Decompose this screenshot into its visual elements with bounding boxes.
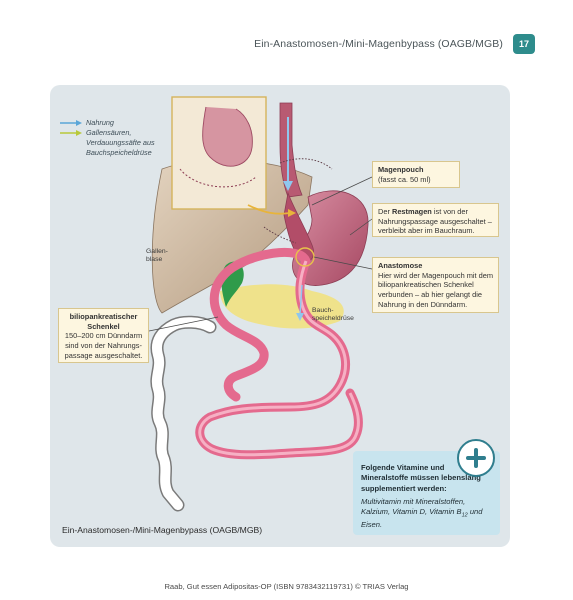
callout-biliopankreatisch: biliopankreatischer Schenkel 150–200 cm …: [58, 308, 149, 363]
page-footer: Raab, Gut essen Adipositas-OP (ISBN 9783…: [164, 582, 409, 591]
legend-label-nahrung: Nahrung: [86, 118, 114, 127]
esophagus: [279, 102, 303, 198]
plus-icon: [457, 439, 495, 477]
vitamin-text-before: Multivitamin mit Mineralstoffen, Kalzium…: [361, 496, 466, 516]
callout-pouch-text: (fasst ca. 50 ml): [378, 174, 431, 184]
callout-anast-text: Hier wird der Magenpouch mit dem biliopa…: [378, 270, 494, 309]
label-gallenblase: Gallen-blase: [146, 248, 168, 264]
vitamin-subscript: 12: [461, 512, 468, 519]
nahrung-arrow-icon: [60, 119, 82, 127]
callout-bilio-title: biliopankreatischer Schenkel: [69, 312, 138, 331]
figure-card: Nahrung Gallensäuren, Verdauungssäfte au…: [50, 85, 510, 547]
callout-pouch-title: Magenpouch: [378, 165, 424, 174]
vitamin-text-after: und Eisen.: [361, 507, 483, 529]
callout-anastomose: Anastomose Hier wird der Magenpouch mit …: [372, 257, 499, 313]
callout-magenpouch: Magenpouch (fasst ca. 50 ml): [372, 161, 460, 188]
small-intestine: [195, 247, 363, 460]
callout-restmagen: Der Restmagen ist von der Nahrungspassag…: [372, 203, 499, 237]
header-title: Ein-Anastomosen-/Mini-Magenbypass (OAGB/…: [254, 38, 503, 50]
legend-item-galle: Gallensäuren, Verdauungssäfte aus Bauchs…: [60, 128, 176, 158]
vitamin-heading: Folgende Vitamine und Mineralstoffe müss…: [361, 463, 481, 493]
callout-rest-text: ist von der Nahrungspassage ausgeschalte…: [378, 207, 492, 236]
callout-rest-term: Restmagen: [391, 207, 432, 216]
galle-arrow-icon: [60, 129, 82, 137]
callout-bilio-text: 150–200 cm Dünndarm sind von der Nahrung…: [64, 331, 143, 360]
anatomy-illustration: [148, 96, 373, 512]
legend: Nahrung Gallensäuren, Verdauungssäfte au…: [60, 118, 176, 157]
legend-label-galle: Gallensäuren, Verdauungssäfte aus Bauchs…: [86, 127, 155, 157]
vitamin-info-box: Folgende Vitamine und Mineralstoffe müss…: [353, 451, 500, 535]
vitamin-list: Multivitamin mit Mineralstoffen, Kalzium…: [361, 497, 492, 530]
page-header: Ein-Anastomosen-/Mini-Magenbypass (OAGB/…: [254, 34, 535, 54]
legend-item-nahrung: Nahrung: [60, 118, 176, 128]
callout-anast-title: Anastomose: [378, 261, 423, 270]
stomach-pouch: [283, 191, 314, 262]
figure-caption: Ein-Anastomosen-/Mini-Magenbypass (OAGB/…: [62, 525, 263, 535]
page-number-badge: 17: [513, 34, 535, 54]
label-bauchspeicheldruese: Bauch-speicheldrüse: [312, 307, 354, 323]
callout-rest-prefix: Der: [378, 207, 390, 216]
